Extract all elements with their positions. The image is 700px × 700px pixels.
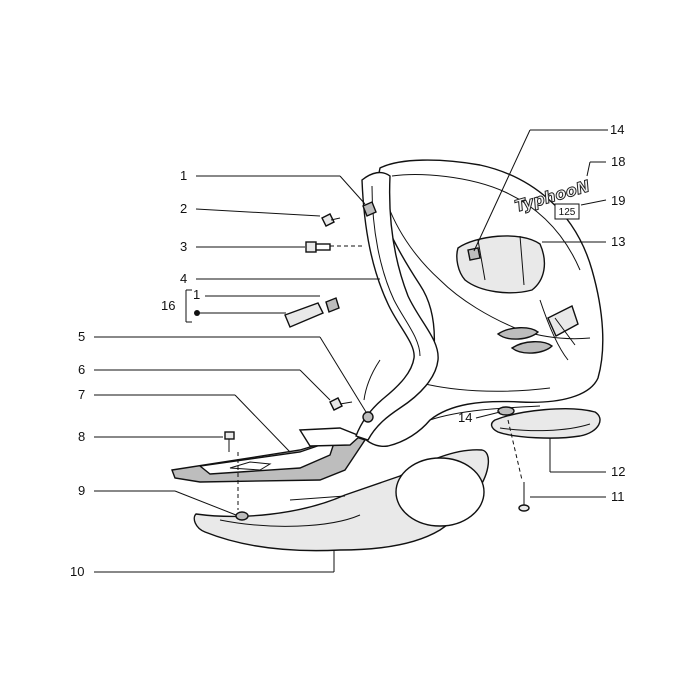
leader-lines (94, 129, 608, 573)
callout-12: 12 (611, 464, 625, 479)
bullet-dot (194, 310, 200, 316)
rear-leg-shield-frame (355, 171, 439, 441)
assembly-line (507, 419, 523, 481)
bolt-icon (305, 241, 331, 253)
clip-icon (467, 247, 481, 261)
clip-icon (497, 406, 515, 416)
front-shield-body (359, 159, 604, 447)
125-badge-decal: 125 (554, 203, 580, 220)
clip-icon (362, 201, 377, 217)
callout-7: 7 (78, 387, 85, 402)
clip-icon (235, 511, 249, 521)
callout-1: 1 (180, 168, 187, 183)
callout-4: 4 (180, 271, 187, 286)
callout-18: 18 (611, 154, 625, 169)
callout-10: 10 (70, 564, 84, 579)
callout-5: 5 (78, 329, 85, 344)
nut-icon (362, 411, 374, 423)
callout-1-secondary: 1 (193, 287, 200, 302)
trim-strip-icon (284, 302, 324, 328)
screw-icon (321, 213, 341, 227)
lower-belly-panel (193, 449, 489, 552)
callout-6: 6 (78, 362, 85, 377)
callout-13: 13 (611, 234, 625, 249)
callout-14-lower: 14 (458, 410, 472, 425)
footboard-panel (171, 427, 367, 483)
screw-icon (329, 397, 353, 411)
callout-2: 2 (180, 201, 187, 216)
callout-3: 3 (180, 239, 187, 254)
screw-icon (518, 482, 530, 512)
badge-label: 125 (559, 207, 576, 218)
callout-9: 9 (78, 483, 85, 498)
screw-icon (224, 431, 235, 452)
front-mudguard (490, 408, 601, 439)
callout-11: 11 (611, 489, 625, 504)
callout-14-upper: 14 (610, 122, 624, 137)
cap-icon (325, 297, 340, 313)
callout-8: 8 (78, 429, 85, 444)
callout-19: 19 (611, 193, 625, 208)
callout-16: 16 (161, 298, 175, 313)
callout-numbers: 1 2 3 4 16 1 5 6 7 8 9 10 14 18 19 13 14… (70, 122, 625, 579)
